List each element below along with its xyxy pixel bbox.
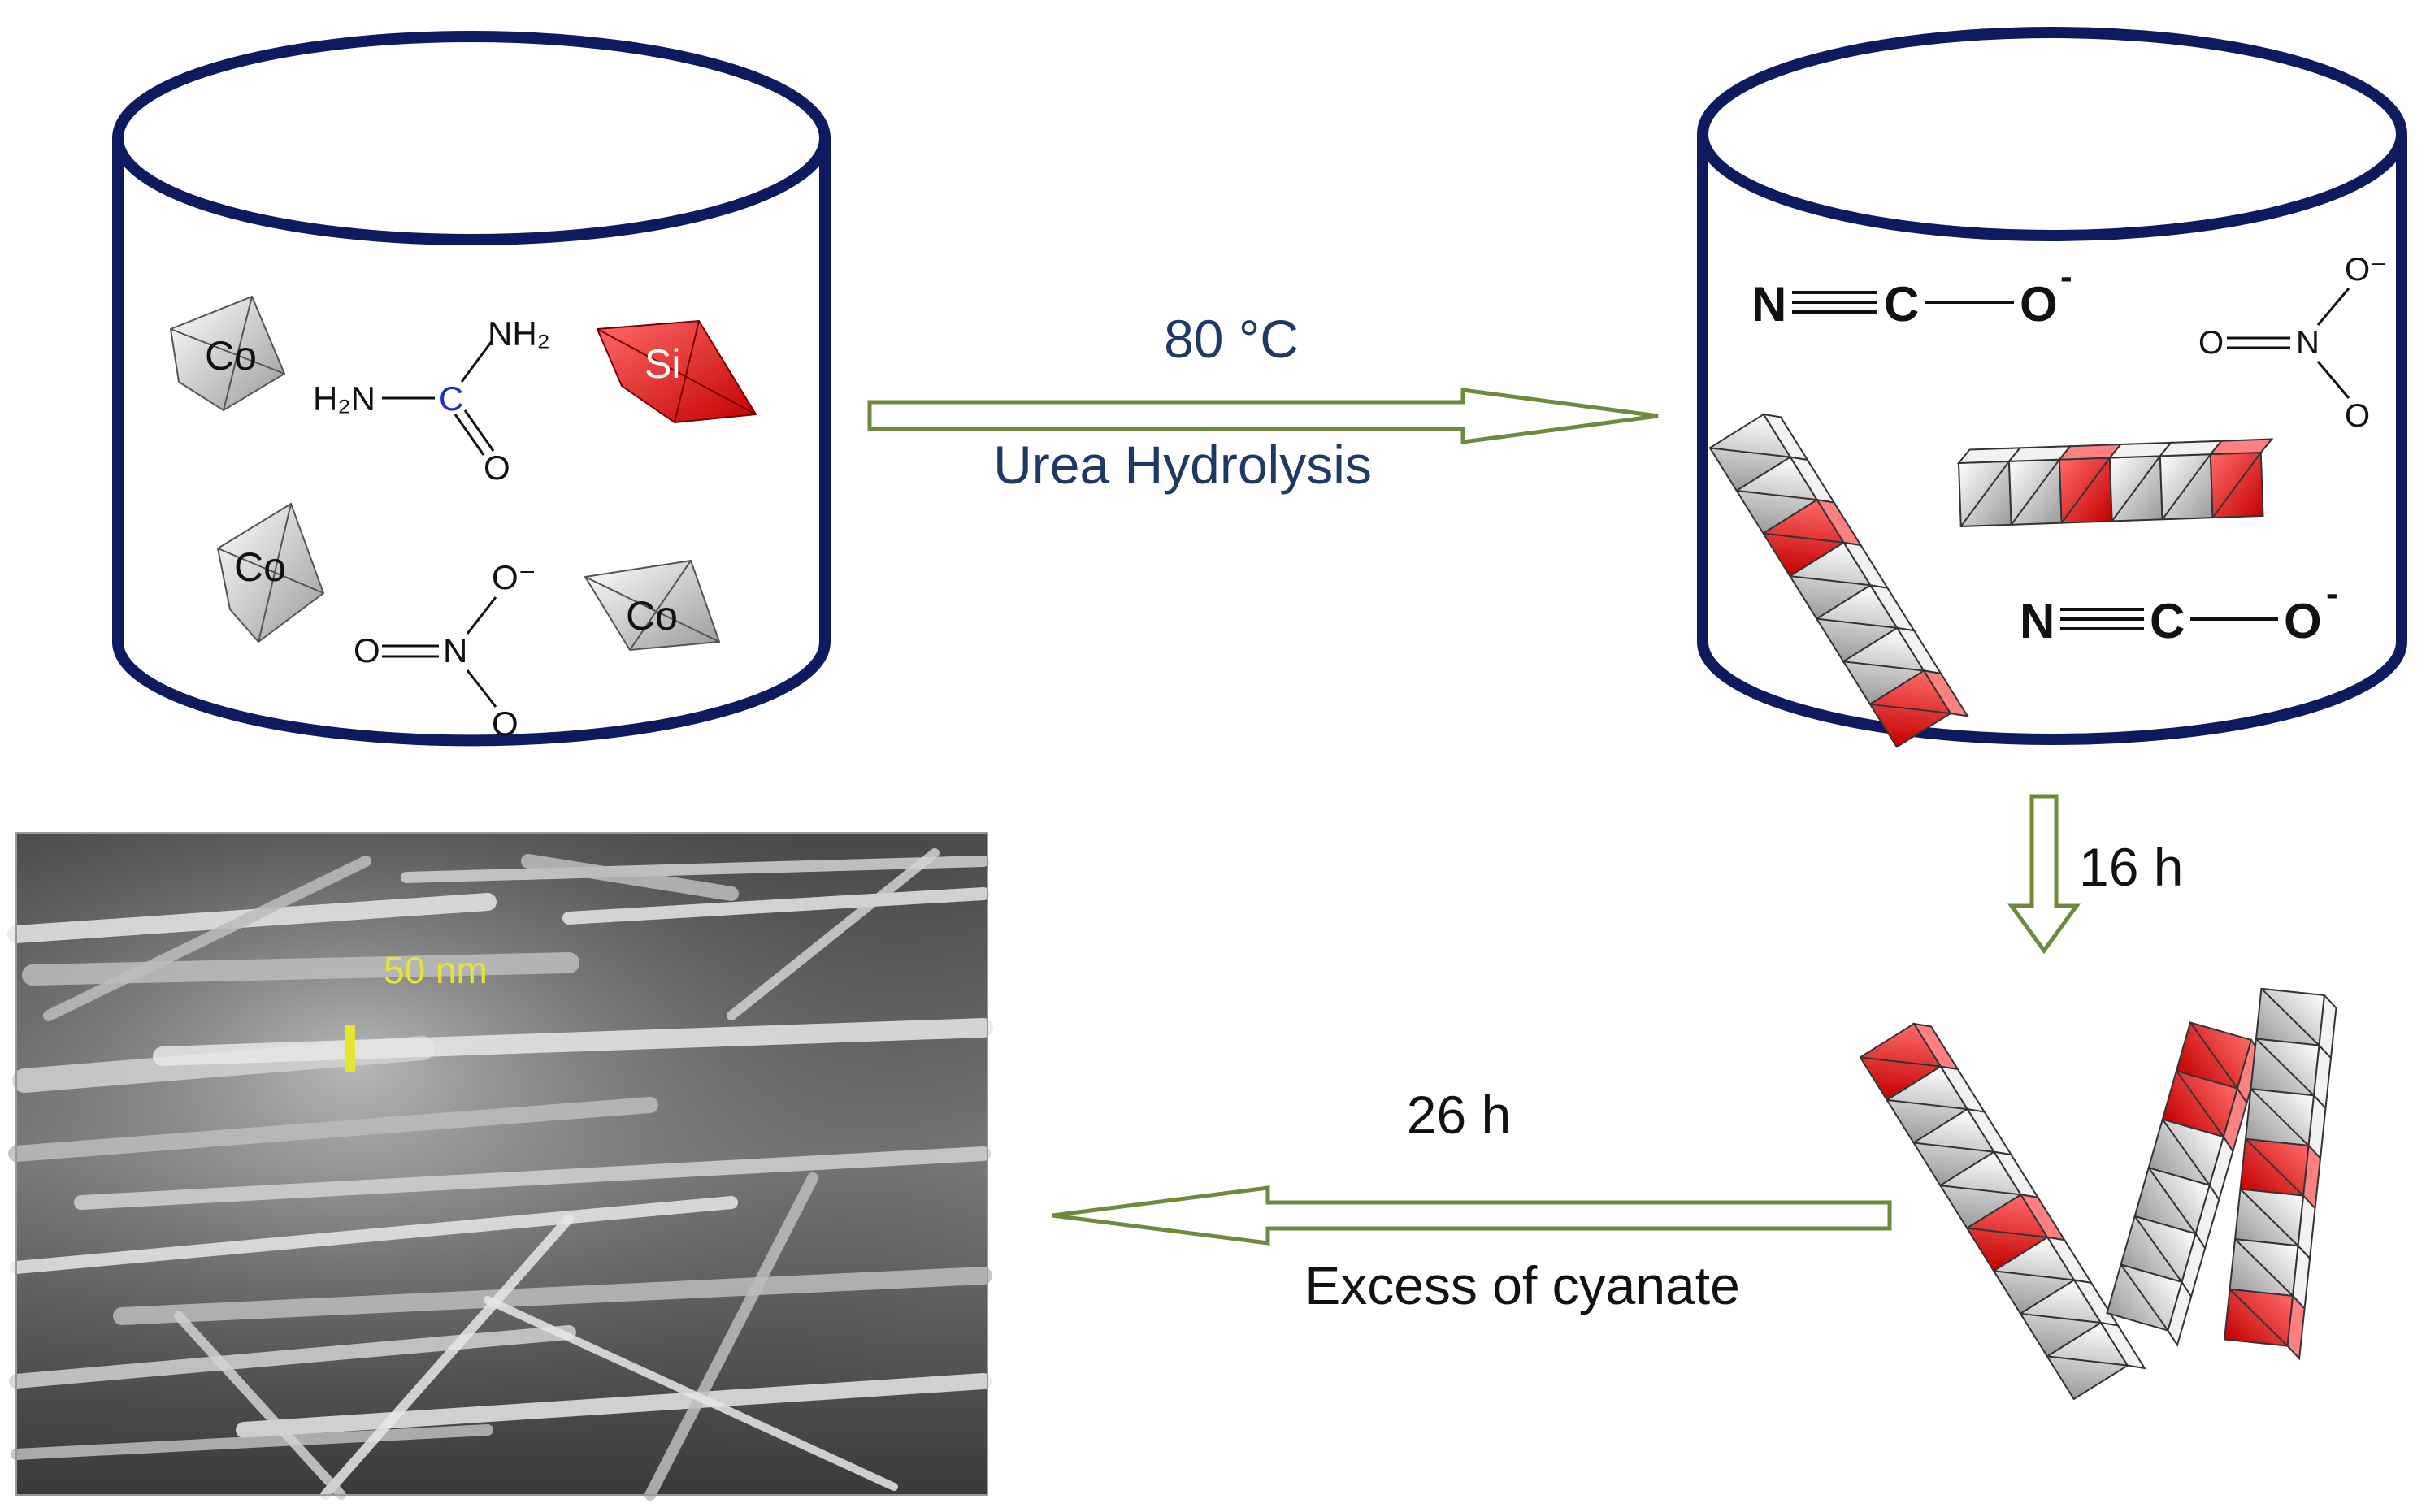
grown-chain-right [2223, 987, 2337, 1361]
cyanate-2-n: N [2020, 594, 2055, 648]
cyanate-1: N C O - [1751, 257, 2072, 331]
cyanate-2-charge: - [2326, 574, 2338, 613]
cobalt-octahedron-3: Co [584, 559, 721, 652]
cyanate-1-charge: - [2060, 257, 2072, 297]
vessel-2: N C O - O⁻ O N O N [1697, 27, 2407, 748]
nitrate-2-o-minus: O⁻ [2345, 252, 2387, 288]
arrow-excess-cyanate: 26 h Excess of cyanate [1052, 1085, 1892, 1315]
grown-chains [1859, 987, 2337, 1401]
vessel-1-rim [112, 31, 831, 245]
grown-chain-left [1859, 1022, 2146, 1401]
nanowire [8, 1097, 658, 1162]
nanowire [74, 1146, 991, 1210]
nitrate-1-n: N [443, 631, 467, 669]
nanowire [521, 854, 739, 901]
scale-bar-label: 50 nm [384, 949, 488, 991]
nitrate-2: O⁻ O N O [2198, 252, 2387, 434]
cobalt-label-2: Co [234, 544, 286, 590]
nanowire [236, 1373, 992, 1438]
nanowire [11, 1424, 493, 1460]
scale-bar [345, 1025, 355, 1072]
step3-time: 26 h [1407, 1085, 1511, 1145]
silicon-octahedron: Si [596, 319, 757, 424]
nitrate-1-o-double: O [354, 631, 380, 669]
step1-temperature: 80 °C [1164, 309, 1299, 369]
urea-nh2-left: H₂N [313, 379, 375, 418]
cobalt-label-3: Co [626, 593, 678, 639]
cyanate-2-o: O [2284, 594, 2322, 648]
nanowire [727, 848, 940, 1020]
cobalt-label-1: Co [205, 333, 257, 379]
urea-oxygen: O [484, 448, 510, 487]
nanowire [22, 952, 579, 986]
nanowire [9, 1325, 576, 1389]
chain-horizontal-vessel2 [1956, 438, 2274, 527]
cobalt-octahedron-2: Co [216, 502, 325, 643]
nanowire [113, 1267, 992, 1325]
nanowire [401, 856, 989, 883]
nanowire [43, 856, 371, 1021]
cyanate-2-c: C [2150, 594, 2185, 648]
nanowire [174, 1311, 346, 1500]
chain-diagonal-vessel2 [1708, 413, 1969, 748]
nanowire [484, 1296, 898, 1491]
nanowire [153, 1018, 993, 1066]
cyanate-2: N C O - [2020, 574, 2338, 648]
urea-carbon: C [439, 379, 463, 418]
arrow-16h: 16 h [2007, 794, 2183, 955]
urea-molecule: NH₂ H₂N C O [313, 314, 550, 487]
nitrate-2-n: N [2296, 325, 2320, 361]
cyanate-1-n: N [1751, 277, 1786, 331]
vessel-1: Co Co Co Si NH₂ H₂N C O [112, 31, 831, 747]
step1-process: Urea Hydrolysis [993, 435, 1372, 495]
nitrate-1-o-bottom: O [492, 704, 519, 743]
sem-nanowires [7, 848, 993, 1501]
cyanate-1-c: C [1884, 277, 1919, 331]
cobalt-octahedron-1: Co [169, 295, 286, 412]
nanowire [320, 1214, 574, 1500]
step2-time: 16 h [2079, 837, 2183, 897]
nanowire [562, 887, 990, 925]
vessel-2-rim [1697, 27, 2407, 241]
cyanate-1-o: O [2020, 277, 2058, 331]
step3-process: Excess of cyanate [1304, 1255, 1740, 1315]
nitrate-2-o-double: O [2198, 325, 2224, 361]
nanowire [10, 1196, 738, 1274]
nitrate-2-o-bottom: O [2345, 398, 2370, 434]
sem-micrograph: 50 nm [7, 832, 993, 1501]
silicon-label: Si [644, 341, 680, 387]
arrow-urea-hydrolysis: 80 °C Urea Hydrolysis [867, 309, 1659, 495]
nitrate-1: O⁻ O N O [354, 558, 536, 743]
nanowire [644, 1172, 818, 1501]
nitrate-1-o-minus: O⁻ [492, 558, 536, 596]
urea-nh2-top: NH₂ [488, 314, 550, 353]
